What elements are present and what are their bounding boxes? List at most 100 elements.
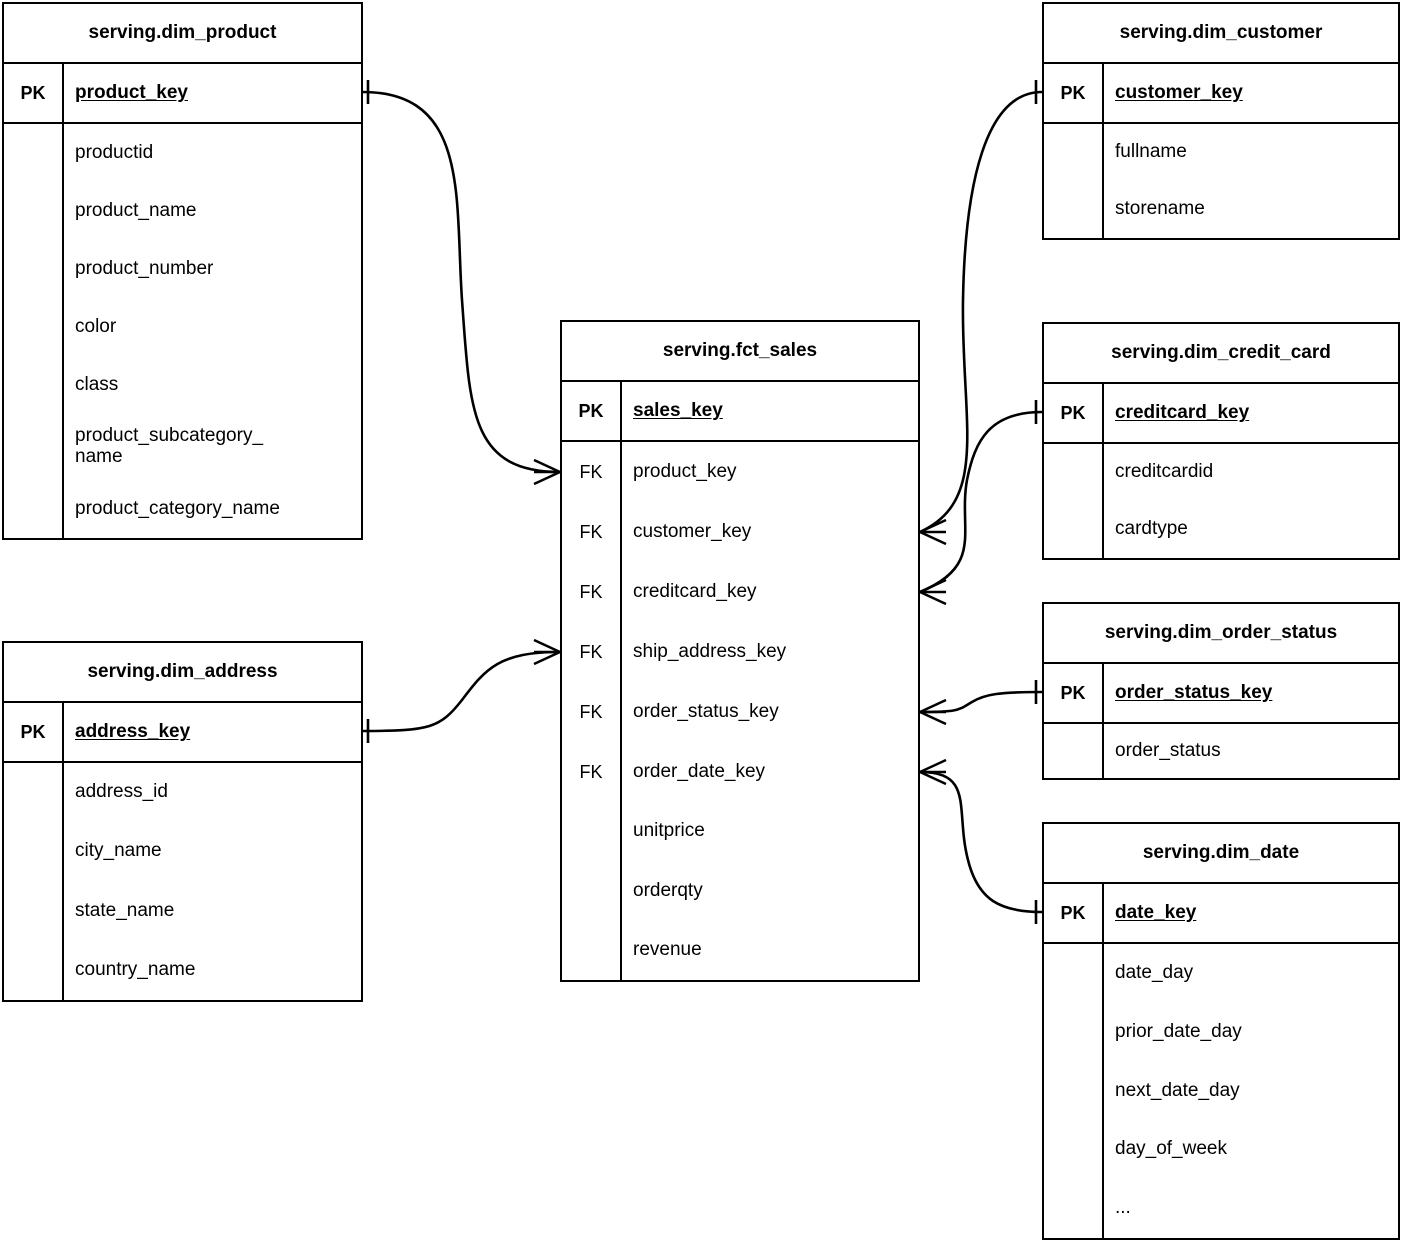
attribute-gutter bbox=[1044, 944, 1104, 1238]
cardinality-many-order-status bbox=[919, 698, 947, 726]
entity-dim-order-status[interactable]: serving.dim_order_status PK order_status… bbox=[1042, 602, 1400, 780]
attribute-item: color bbox=[75, 315, 117, 337]
pk-column-name: creditcard_key bbox=[1115, 402, 1250, 424]
fk-badge: FK bbox=[562, 742, 622, 802]
attribute-list: address_id city_name state_name country_… bbox=[64, 763, 361, 1000]
pk-row-dim-date[interactable]: PK date_key bbox=[1044, 884, 1398, 944]
cardinality-many-customer bbox=[919, 518, 947, 546]
cardinality-many-ship-address bbox=[533, 638, 561, 666]
attribute-list: productid product_name product_number co… bbox=[64, 124, 361, 538]
entity-dim-customer[interactable]: serving.dim_customer PK customer_key ful… bbox=[1042, 2, 1400, 240]
fk-column-name: product_key bbox=[633, 461, 737, 483]
fk-badge: FK bbox=[562, 622, 622, 682]
attribute-item: address_id bbox=[75, 781, 168, 803]
fk-row-order-date-key[interactable]: FK order_date_key bbox=[562, 742, 918, 802]
attribute-gutter bbox=[1044, 724, 1104, 778]
edge-order-status-to-fct-sales bbox=[919, 690, 1043, 714]
attribute-item: product_number bbox=[75, 257, 214, 279]
fk-row-order-status-key[interactable]: FK order_status_key bbox=[562, 682, 918, 742]
fk-badge: FK bbox=[562, 682, 622, 742]
measure-block-fct-sales: unitprice orderqty revenue bbox=[562, 802, 918, 980]
fk-column-name: order_status_key bbox=[633, 701, 779, 723]
fk-column-name: order_date_key bbox=[633, 761, 766, 783]
entity-title-dim-product: serving.dim_product bbox=[4, 4, 361, 64]
fk-row-creditcard-key[interactable]: FK creditcard_key bbox=[562, 562, 918, 622]
pk-badge: PK bbox=[4, 703, 64, 761]
fk-badge: FK bbox=[562, 502, 622, 562]
attribute-item: product_subcategory_ name bbox=[75, 425, 264, 468]
fk-column-name: creditcard_key bbox=[633, 581, 757, 603]
pk-badge: PK bbox=[4, 64, 64, 122]
entity-title-dim-address: serving.dim_address bbox=[4, 643, 361, 703]
entity-dim-credit-card[interactable]: serving.dim_credit_card PK creditcard_ke… bbox=[1042, 322, 1400, 560]
attribute-list: date_day prior_date_day next_date_day da… bbox=[1104, 944, 1398, 1238]
attribute-list: fullname storename bbox=[1104, 124, 1398, 238]
attribute-item: cardtype bbox=[1115, 518, 1188, 540]
fk-badge: FK bbox=[562, 562, 622, 622]
pk-row-dim-customer[interactable]: PK customer_key bbox=[1044, 64, 1398, 124]
edge-address-to-fct-sales bbox=[362, 650, 561, 733]
attribute-gutter bbox=[562, 802, 622, 980]
fk-row-ship-address-key[interactable]: FK ship_address_key bbox=[562, 622, 918, 682]
attribute-gutter bbox=[4, 763, 64, 1000]
attribute-item: date_day bbox=[1115, 961, 1194, 983]
attribute-item: product_name bbox=[75, 199, 197, 221]
pk-badge: PK bbox=[1044, 64, 1104, 122]
pk-column-name: sales_key bbox=[633, 400, 723, 422]
attribute-item: fullname bbox=[1115, 141, 1187, 163]
attribute-gutter bbox=[1044, 444, 1104, 558]
fk-row-product-key[interactable]: FK product_key bbox=[562, 442, 918, 502]
pk-row-dim-order-status[interactable]: PK order_status_key bbox=[1044, 664, 1398, 724]
attribute-block-dim-order-status: order_status bbox=[1044, 724, 1398, 778]
attribute-item: ... bbox=[1115, 1197, 1131, 1219]
attribute-block-dim-address: address_id city_name state_name country_… bbox=[4, 763, 361, 1000]
measure-list: unitprice orderqty revenue bbox=[622, 802, 918, 980]
attribute-item: city_name bbox=[75, 840, 162, 862]
cardinality-many-order-date bbox=[919, 758, 947, 786]
entity-dim-product[interactable]: serving.dim_product PK product_key produ… bbox=[2, 2, 363, 540]
attribute-item: order_status bbox=[1115, 739, 1221, 761]
entity-title-dim-date: serving.dim_date bbox=[1044, 824, 1398, 884]
attribute-item: product_category_name bbox=[75, 497, 280, 519]
attribute-item: productid bbox=[75, 141, 154, 163]
fk-column-name: customer_key bbox=[633, 521, 752, 543]
pk-badge: PK bbox=[562, 382, 622, 440]
attribute-item: day_of_week bbox=[1115, 1138, 1227, 1160]
pk-row-dim-credit-card[interactable]: PK creditcard_key bbox=[1044, 384, 1398, 444]
edge-date-to-fct-sales bbox=[919, 770, 1043, 914]
cardinality-many-credit-card bbox=[919, 578, 947, 606]
attribute-gutter bbox=[1044, 124, 1104, 238]
pk-column-name: product_key bbox=[75, 82, 188, 104]
edge-credit-card-to-fct-sales bbox=[919, 410, 1043, 594]
entity-dim-address[interactable]: serving.dim_address PK address_key addre… bbox=[2, 641, 363, 1002]
pk-badge: PK bbox=[1044, 384, 1104, 442]
attribute-list: order_status bbox=[1104, 724, 1398, 778]
pk-row-dim-address[interactable]: PK address_key bbox=[4, 703, 361, 763]
pk-row-dim-product[interactable]: PK product_key bbox=[4, 64, 361, 124]
attribute-block-dim-credit-card: creditcardid cardtype bbox=[1044, 444, 1398, 558]
attribute-block-dim-customer: fullname storename bbox=[1044, 124, 1398, 238]
attribute-list: creditcardid cardtype bbox=[1104, 444, 1398, 558]
edge-product-to-fct-sales bbox=[362, 90, 561, 474]
measure-item: orderqty bbox=[633, 879, 703, 901]
attribute-block-dim-date: date_day prior_date_day next_date_day da… bbox=[1044, 944, 1398, 1238]
fk-row-customer-key[interactable]: FK customer_key bbox=[562, 502, 918, 562]
pk-column-name: customer_key bbox=[1115, 82, 1243, 104]
entity-fct-sales[interactable]: serving.fct_sales PK sales_key FK produc… bbox=[560, 320, 920, 982]
attribute-item: country_name bbox=[75, 958, 196, 980]
attribute-item: next_date_day bbox=[1115, 1079, 1240, 1101]
pk-column-name: address_key bbox=[75, 721, 191, 743]
entity-title-dim-order-status: serving.dim_order_status bbox=[1044, 604, 1398, 664]
pk-badge: PK bbox=[1044, 884, 1104, 942]
attribute-item: prior_date_day bbox=[1115, 1020, 1242, 1042]
pk-row-fct-sales[interactable]: PK sales_key bbox=[562, 382, 918, 442]
attribute-item: storename bbox=[1115, 198, 1205, 220]
attribute-item: state_name bbox=[75, 899, 175, 921]
fk-badge: FK bbox=[562, 442, 622, 502]
attribute-block-dim-product: productid product_name product_number co… bbox=[4, 124, 361, 538]
measure-item: unitprice bbox=[633, 820, 705, 842]
entity-dim-date[interactable]: serving.dim_date PK date_key date_day pr… bbox=[1042, 822, 1400, 1240]
fk-column-name: ship_address_key bbox=[633, 641, 787, 663]
entity-title-dim-credit-card: serving.dim_credit_card bbox=[1044, 324, 1398, 384]
